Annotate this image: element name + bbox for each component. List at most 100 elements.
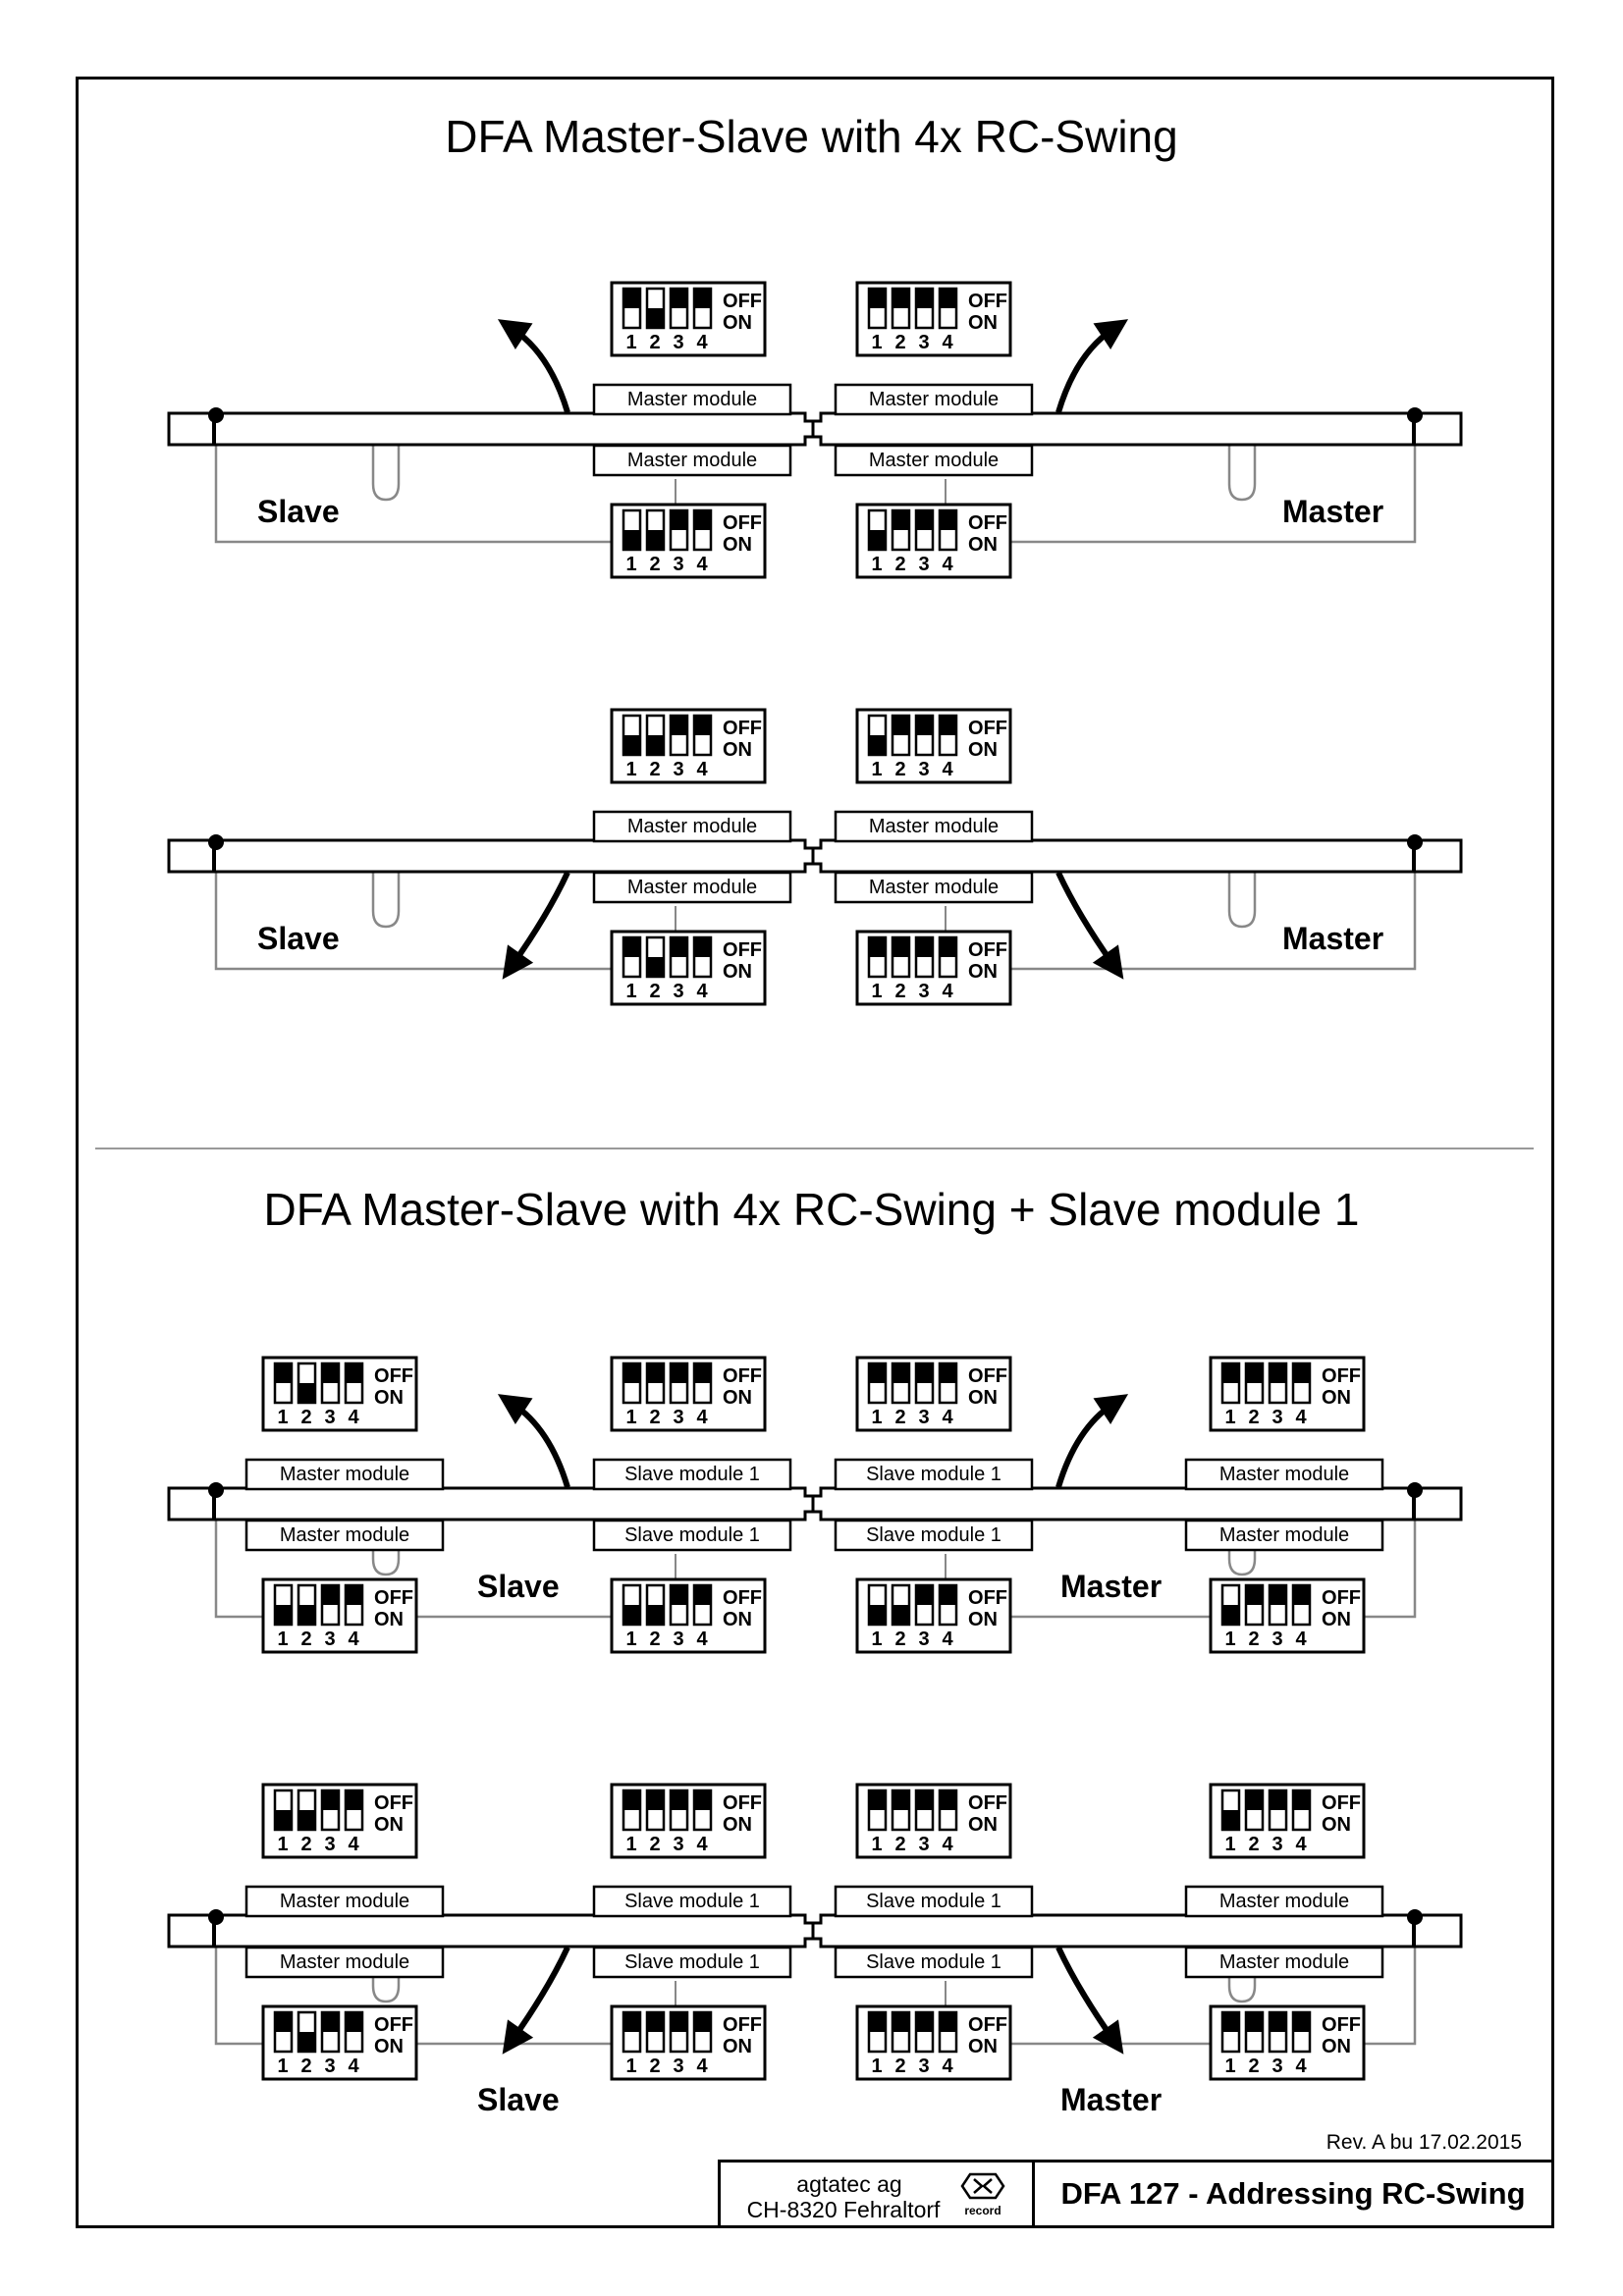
dip-number: 2 (894, 981, 905, 1002)
dip-lever-off (940, 1790, 956, 1810)
dip-number: 2 (894, 554, 905, 575)
dip-number: 4 (942, 2056, 953, 2077)
dip-lever-on (1222, 1605, 1239, 1625)
dip-number: 4 (696, 1407, 708, 1428)
dip-number: 1 (871, 1407, 882, 1428)
dip-number: 1 (871, 1629, 882, 1650)
opening-arrow-left (511, 326, 570, 413)
module-label-box (1184, 1458, 1384, 1491)
dip-lever-off (940, 1363, 956, 1383)
door-handle (371, 445, 401, 502)
dip-number: 1 (277, 2056, 288, 2077)
dip-number: 1 (1224, 1629, 1235, 1650)
dip-number: 3 (918, 1629, 929, 1650)
dip-lever-off (1293, 1363, 1310, 1383)
door-leaf-right (811, 411, 1463, 447)
dip-number: 2 (300, 1629, 311, 1650)
dip-number: 1 (625, 332, 636, 353)
drawing-frame (76, 77, 1554, 2228)
dip-lever-off (275, 1363, 292, 1383)
opening-arrow-left-head (497, 319, 533, 350)
dip-number: 4 (348, 2056, 359, 2077)
pivot-right (1407, 407, 1423, 423)
dip-number: 3 (918, 1407, 929, 1428)
dip-number: 3 (673, 332, 683, 353)
dip-lever-on (647, 530, 664, 550)
dip-number: 2 (1248, 1834, 1259, 1855)
dip-number: 2 (649, 981, 660, 1002)
dip-number: 1 (871, 1834, 882, 1855)
pivot-right (1407, 834, 1423, 850)
dip-number: 1 (871, 2056, 882, 2077)
dip-number: 3 (918, 332, 929, 353)
dip-number: 3 (324, 1629, 335, 1650)
dip-label-off: OFF (723, 2014, 762, 2036)
dip-number: 4 (348, 1407, 359, 1428)
dip-number: 1 (625, 554, 636, 575)
dip-lever-off (623, 2012, 640, 2032)
door-leaf-right (811, 838, 1463, 874)
dip-label-off: OFF (968, 718, 1007, 739)
dip-lever-off (940, 289, 956, 308)
door-handle (371, 872, 401, 929)
dip-lever-off (694, 510, 711, 530)
module-label: Master module (280, 1951, 409, 1973)
dip-label-on: ON (723, 312, 752, 334)
company-address: CH-8320 Fehraltorf (746, 2197, 941, 2222)
opening-arrow-right (1055, 871, 1116, 967)
dip-number: 4 (942, 981, 953, 1002)
dip-lever-off (916, 289, 933, 308)
dip-lever-off (1293, 2012, 1310, 2032)
module-label-box (834, 1458, 1034, 1491)
dip-lever-off (940, 2012, 956, 2032)
dip-lever-off (671, 716, 687, 735)
dip-label-on: ON (1322, 1387, 1351, 1409)
dip-lever-off (1293, 1585, 1310, 1605)
dip-lever-off (647, 2012, 664, 2032)
dip-number: 3 (918, 1834, 929, 1855)
dip-lever-off (671, 1585, 687, 1605)
dip-label-on: ON (374, 1814, 404, 1836)
dip-label-on: ON (968, 1814, 998, 1836)
module-label: Master module (627, 450, 757, 471)
dip-number: 2 (649, 554, 660, 575)
wire-right (1010, 429, 1417, 544)
diagram-title-bottom: DFA Master-Slave with 4x RC-Swing + Slav… (263, 1184, 1360, 1235)
module-label-box (592, 871, 792, 904)
door-handle (1227, 445, 1257, 502)
module-label-box (244, 1519, 445, 1552)
dip-lever-off (694, 716, 711, 735)
module-label: Slave module 1 (624, 1524, 760, 1546)
dip-lever-off (916, 1585, 933, 1605)
dip-lever-off (893, 1363, 909, 1383)
dip-number: 4 (942, 1407, 953, 1428)
dip-lever-on (298, 1383, 315, 1403)
dip-label-off: OFF (968, 2014, 1007, 2036)
dip-lever-off (623, 937, 640, 957)
dip-lever-on (298, 2032, 315, 2052)
dip-lever-off (869, 1363, 886, 1383)
dip-lever-off (322, 2012, 339, 2032)
dip-lever-off (1270, 1363, 1286, 1383)
record-logo: record (960, 2172, 1005, 2217)
dip-number: 2 (894, 759, 905, 780)
opening-arrow-right (1055, 326, 1115, 413)
dip-lever-off (647, 1363, 664, 1383)
dip-label-off: OFF (374, 1365, 413, 1387)
dip-label-off: OFF (723, 1587, 762, 1609)
dip-lever-off (940, 510, 956, 530)
dip-number: 4 (942, 759, 953, 780)
dip-number: 2 (1248, 2056, 1259, 2077)
pivot-right (1407, 1909, 1423, 1925)
side-label-slave: Slave (477, 1569, 560, 1604)
wire-right-outer (1364, 1504, 1417, 1619)
